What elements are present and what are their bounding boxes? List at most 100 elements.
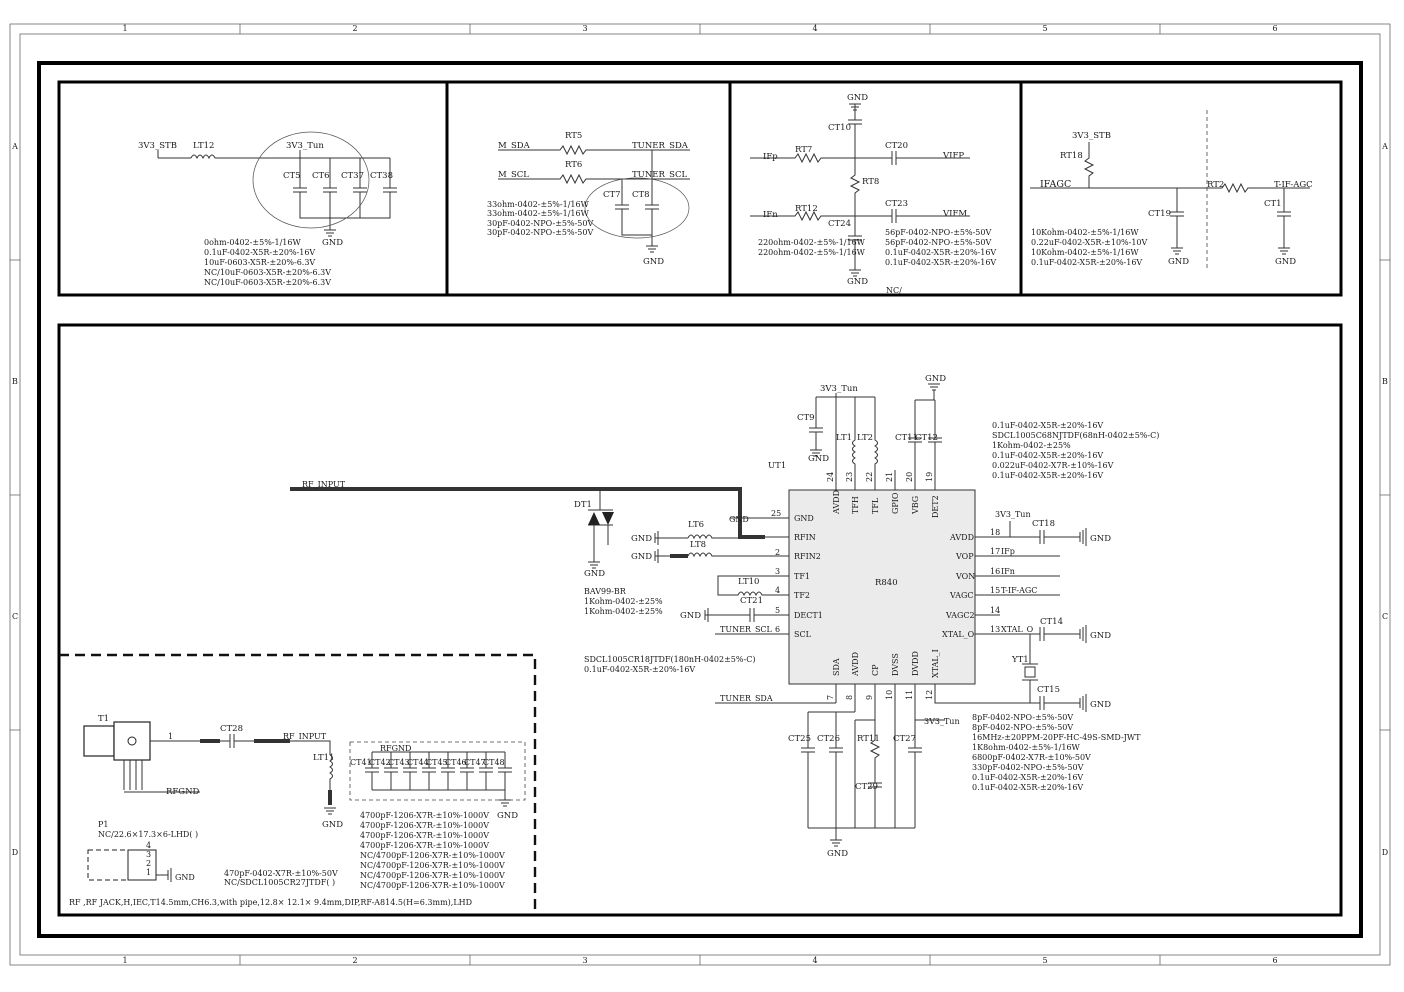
bom-line: 0.1uF-0402-X5R-±20%-16V [1031, 258, 1142, 267]
bom-line: 8pF-0402-NPO-±5%-50V [972, 713, 1073, 722]
cap-label: CT27 [893, 734, 916, 744]
bom-line: 4700pF-1206-X7R-±10%-1000V [360, 811, 489, 820]
bom-line: NC/4700pF-1206-X7R-±10%-1000V [360, 861, 505, 870]
gnd-label: GND [631, 534, 652, 544]
main-section-frame [57, 323, 1343, 917]
bom-line: 0.1uF-0402-X5R-±20%-16V [584, 665, 695, 674]
cap-label: CT29 [855, 782, 878, 792]
cap-label: CT44 [407, 758, 429, 767]
pin-name: XTAL_O [942, 630, 975, 639]
cap-label: CT42 [369, 758, 391, 767]
bom-line: 10uF-0603-X5R-±20%-6.3V [204, 258, 315, 267]
gnd-label: GND [847, 93, 868, 103]
net-label: IFp [1001, 547, 1015, 556]
resistor-label: RT5 [565, 131, 582, 141]
pin-number: 8 [845, 695, 854, 700]
inductor-label: LT10 [738, 577, 759, 587]
pin-name: TFH [851, 496, 860, 514]
inductor-label: LT8 [690, 540, 706, 550]
net-label-tuner-sda: TUNER_SDA [632, 141, 689, 151]
row-label: B [1382, 377, 1388, 386]
inductor-label: LT11 [313, 753, 334, 763]
gnd-label: GND [1090, 631, 1111, 641]
row-label: C [12, 612, 18, 621]
bom-line: NC/10uF-0603-X5R-±20%-6.3V [204, 268, 331, 277]
bom-line: 1Kohm-0402-±25% [584, 597, 663, 606]
net-label-3v3-tun: 3V3_Tun [924, 717, 960, 726]
inductor-label: LT2 [857, 433, 873, 443]
pin-number: 10 [885, 690, 894, 700]
cap-label: CT12 [915, 433, 938, 443]
bom-line: NC/4700pF-1206-X7R-±10%-1000V [360, 881, 505, 890]
resistor-label: RT11 [857, 734, 880, 744]
pin-name: XTAL_I [931, 649, 940, 678]
pin-name: VOP [955, 552, 974, 561]
bom-line: 8pF-0402-NPO-±5%-50V [972, 723, 1073, 732]
net-label-3v3-stb: 3V3_STB [138, 141, 177, 151]
diode-ref: DT1 [574, 500, 592, 510]
cap-label: CT47 [464, 758, 486, 767]
pin-number: 18 [990, 528, 1000, 537]
gnd-label: GND [175, 873, 195, 882]
pin-name: VAGC2 [945, 611, 975, 620]
gnd-label: GND [1090, 700, 1111, 710]
inductor-label: LT1 [836, 433, 852, 443]
bom-line: 220ohm-0402-±5%-1/16W [758, 238, 866, 247]
pin-name: AVDD [832, 490, 841, 515]
panel-if-output: GND CT10 IFp RT7 CT20 VIFP RT8 IFn RT12 … [750, 93, 996, 295]
gnd-label: GND [643, 257, 664, 267]
col-label: 1 [122, 956, 127, 965]
cap-label: CT21 [740, 596, 763, 606]
col-label: 1 [122, 24, 127, 33]
gnd-label: GND [847, 277, 868, 287]
cap-label: CT23 [885, 199, 908, 209]
bom-line: SDCL1005CR18JTDF(180nH-0402±5%-C) [584, 655, 755, 664]
bom-line: 0.1uF-0402-X5R-±20%-16V [992, 451, 1103, 460]
net-label: XTAL_O [1001, 625, 1034, 634]
bom-line: 30pF-0402-NPO-±5%-50V [487, 219, 593, 228]
col-label: 2 [352, 956, 357, 965]
bom-line: SDCL1005C68NJTDF(68nH-0402±5%-C) [992, 431, 1159, 440]
col-label: 4 [812, 24, 817, 33]
row-label: A [1381, 142, 1388, 151]
pin-number: 2 [146, 859, 151, 868]
cap-label: CT26 [817, 734, 840, 744]
col-label: 6 [1272, 956, 1277, 965]
pin-number: 1 [146, 868, 151, 877]
pin-number: 25 [771, 509, 781, 518]
net-label-3v3-tun: 3V3_Tun [820, 384, 858, 394]
bom-line: 1K8ohm-0402-±5%-1/16W [972, 743, 1081, 752]
cap-label: CT18 [1032, 519, 1055, 529]
pin-name: TFL [871, 497, 880, 514]
tuner-section: UT1 R840 24 23 22 21 20 19 AVDD TFH TFL … [290, 374, 1159, 859]
pin-name: AVDD [949, 533, 974, 542]
cap-label: CT28 [220, 724, 243, 734]
resistor-label: RT7 [795, 145, 812, 155]
col-label: 5 [1042, 24, 1047, 33]
net-label: IFn [1001, 567, 1015, 576]
cap-label: CT48 [483, 758, 505, 767]
cap-label: CT15 [1037, 685, 1060, 695]
bom-line: 0.1uF-0402-X5R-±20%-16V [972, 773, 1083, 782]
panel-i2c: M_SDA M_SCL RT5 RT6 TUNER_SDA TUNER_SCL … [487, 131, 690, 267]
gnd-label: GND [584, 569, 605, 579]
pin-number: 7 [826, 695, 835, 700]
bom-line: NC/4700pF-1206-X7R-±10%-1000V [360, 871, 505, 880]
pin-name: SCL [794, 630, 812, 639]
cap-label: CT1 [1264, 199, 1282, 209]
pin-number: 5 [775, 606, 780, 615]
cap-label: CT38 [370, 171, 393, 181]
net-label-3v3-tun: 3V3_Tun [995, 510, 1031, 519]
row-label: D [1382, 848, 1388, 857]
net-label-ifn: IFn [763, 210, 778, 220]
pin-name: RFIN [794, 533, 816, 542]
bom-line: 30pF-0402-NPO-±5%-50V [487, 228, 593, 237]
cap-label: CT19 [1148, 209, 1171, 219]
gnd-label: GND [631, 552, 652, 562]
gnd-label: GND [827, 849, 848, 859]
bom-line: 0.1uF-0402-X5R-±20%-16V [992, 421, 1103, 430]
pin-number: 24 [826, 472, 835, 482]
bom-line: 33ohm-0402-±5%-1/16W [487, 200, 590, 209]
cap-label: CT45 [426, 758, 448, 767]
